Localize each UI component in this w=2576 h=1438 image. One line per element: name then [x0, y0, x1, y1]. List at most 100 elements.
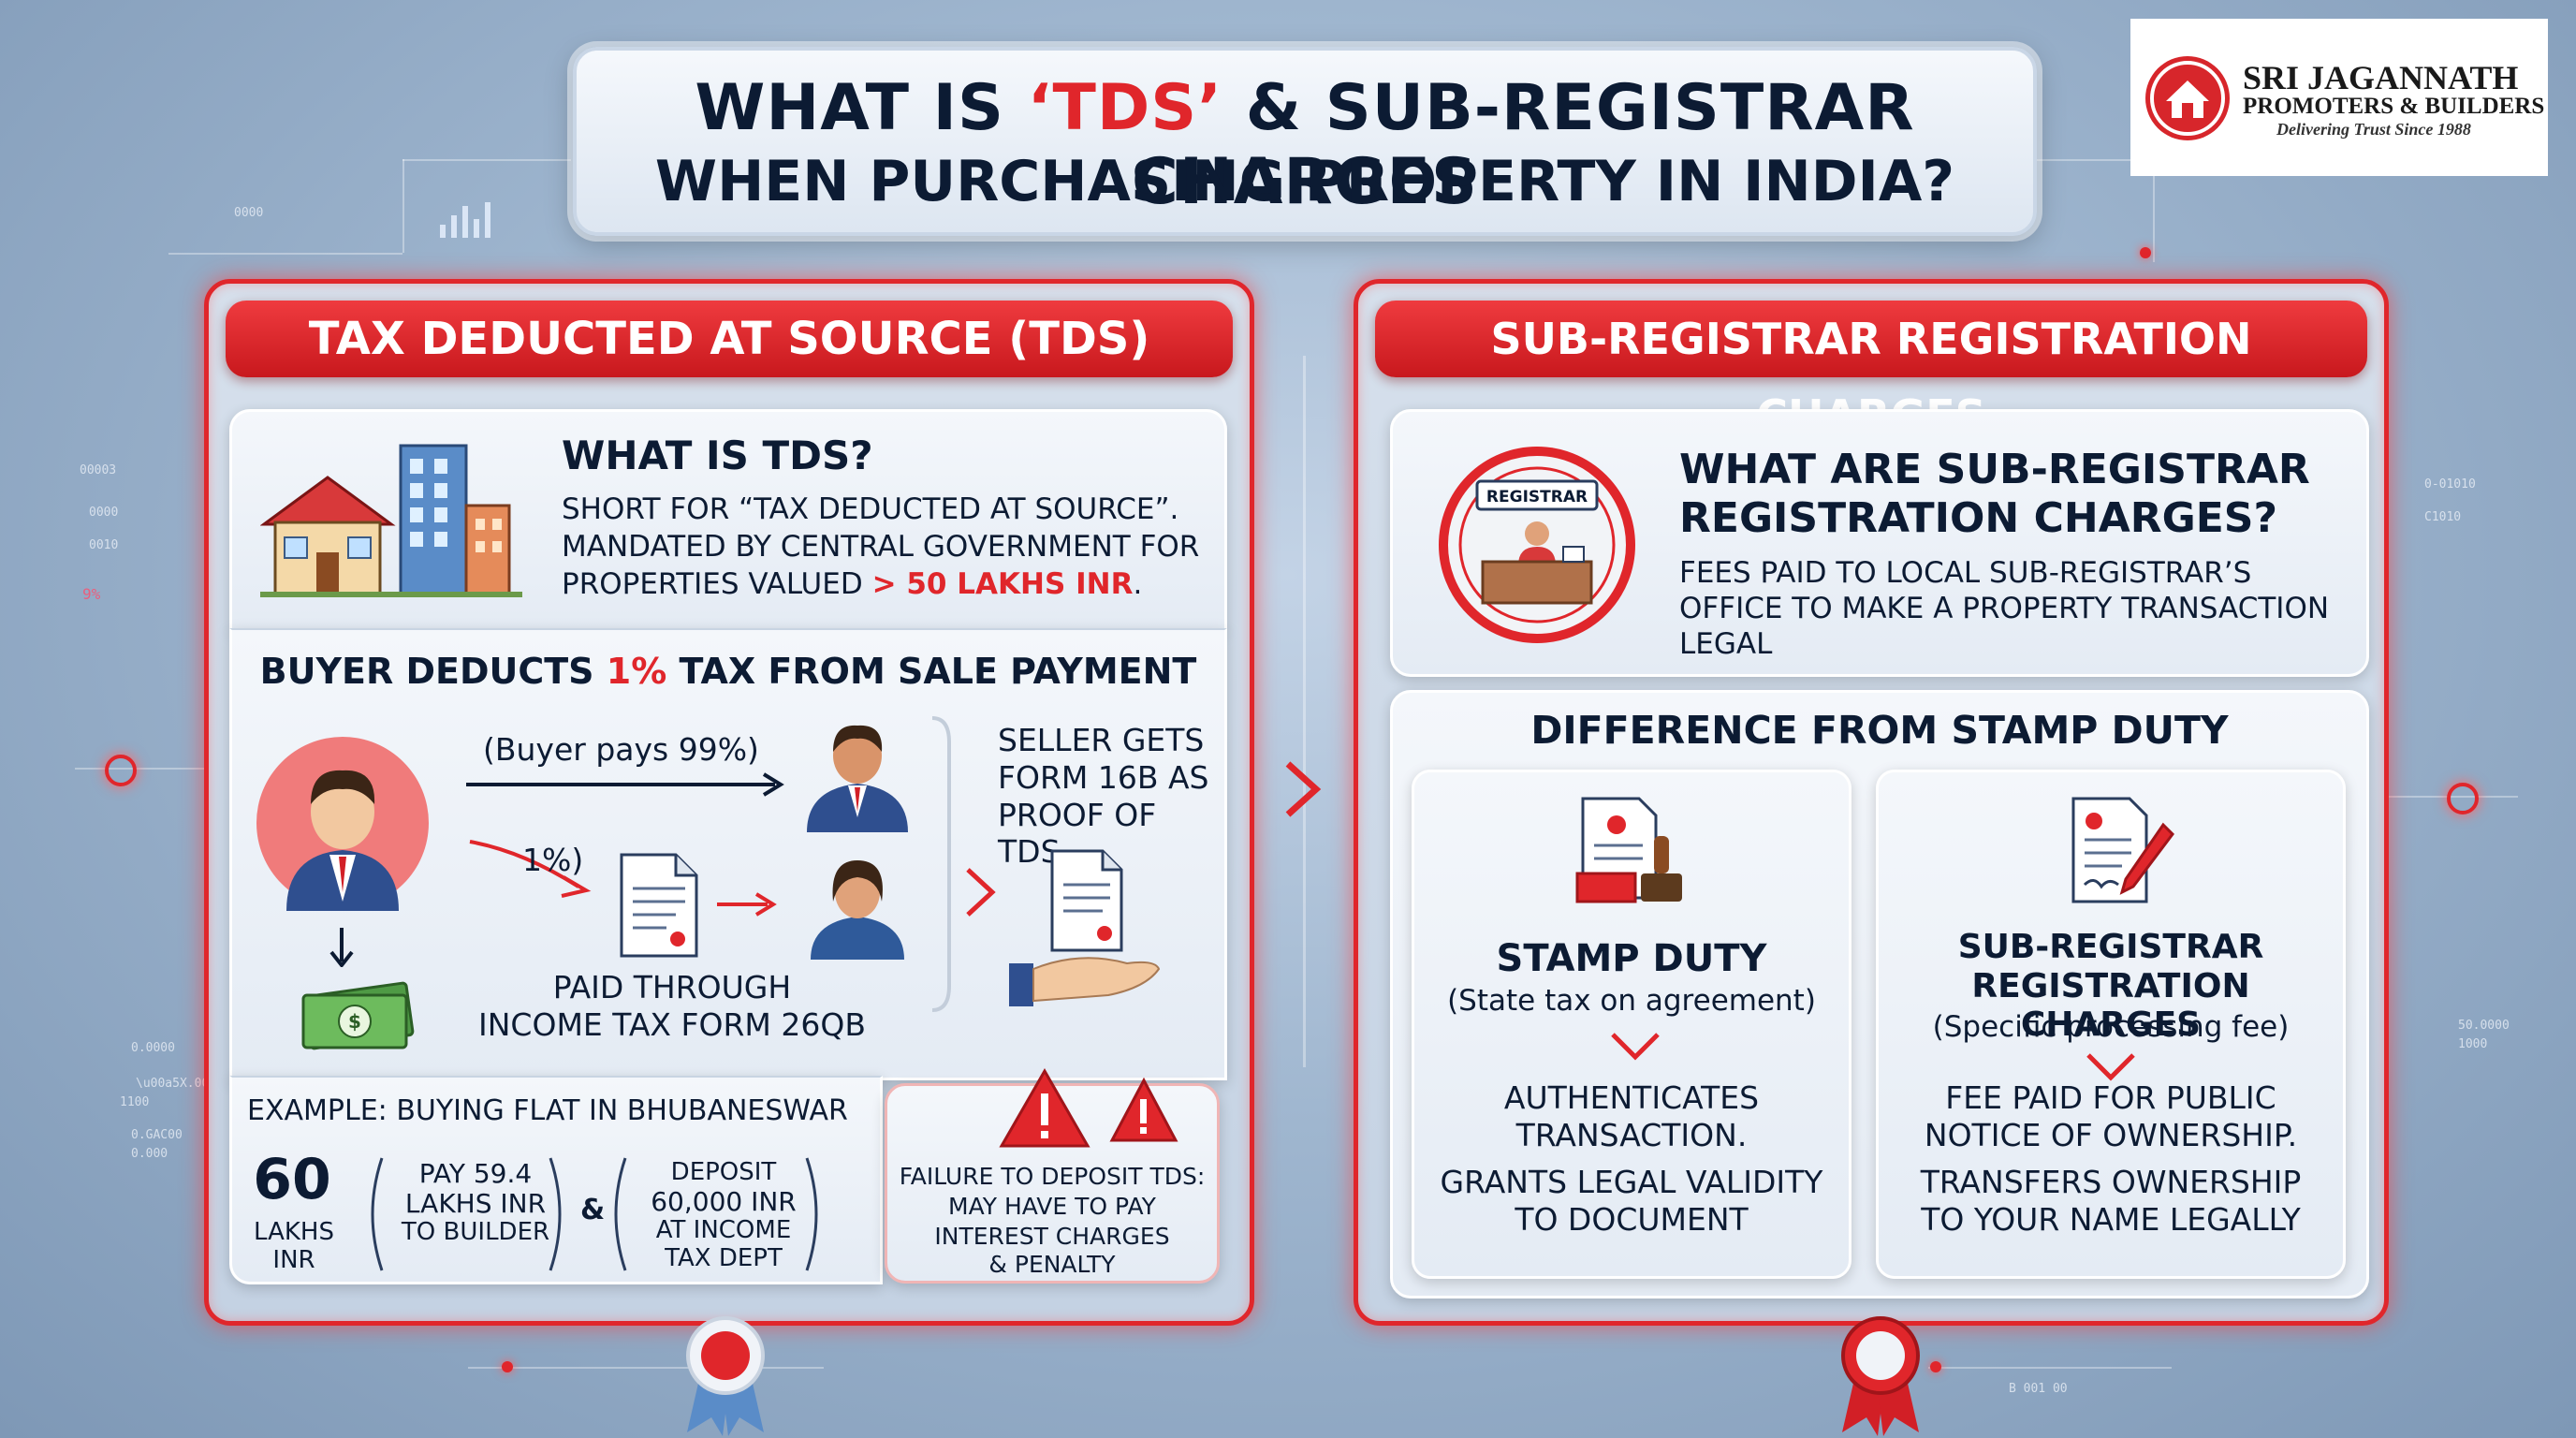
- seller-avatar-icon: [807, 725, 908, 832]
- circuit-line: [402, 159, 404, 253]
- deco-text: 9%: [82, 585, 101, 603]
- award-ribbon-icon: [1841, 1316, 1920, 1436]
- title-banner: WHAT IS ‘TDS’ & SUB-REGISTRAR CHARGES WH…: [573, 47, 2037, 236]
- deco-text: 50.0000: [2458, 1019, 2510, 1033]
- seller-gets-line-1: SELLER GETS: [998, 722, 1205, 758]
- warning-icon: [999, 1067, 1178, 1148]
- deco-text: B 001 00: [2009, 1382, 2068, 1396]
- center-divider: [1303, 356, 1306, 1067]
- buyer-pays-label: (Buyer pays 99%): [483, 731, 759, 768]
- paid-through-line-1: PAID THROUGH: [552, 969, 792, 1005]
- circuit-line: [75, 768, 206, 770]
- signed-document-icon: [2071, 797, 2174, 903]
- tax-form-icon: [620, 853, 698, 958]
- arrow-to-seller-icon: [466, 772, 784, 797]
- registration-charges-card: SUB-REGISTRAR REGISTRATION CHARGES (Spec…: [1876, 770, 2346, 1279]
- award-ribbon-icon: [686, 1316, 765, 1436]
- registration-point-2-line-1: TRANSFERS OWNERSHIP: [1920, 1164, 2302, 1200]
- registrar-sign-text: REGISTRAR: [1486, 488, 1588, 506]
- deposit-line-4: TAX DEPT: [665, 1244, 783, 1272]
- what-are-charges-line-2: OFFICE TO MAKE A PROPERTY TRANSACTION: [1679, 592, 2330, 625]
- example-amount-unit: LAKHS INR: [254, 1218, 334, 1274]
- stamp-point-1-line-1: AUTHENTICATES: [1503, 1079, 1760, 1116]
- logo-company-subtitle: PROMOTERS & BUILDERS: [2243, 94, 2545, 119]
- what-are-charges-title-2: REGISTRATION CHARGES?: [1679, 494, 2278, 542]
- deposit-line-1: DEPOSIT: [670, 1158, 777, 1186]
- deposit-line-2: 60,000 INR: [651, 1186, 797, 1217]
- deco-text: 0000: [234, 206, 264, 220]
- one-percent-label: 1%): [522, 842, 584, 878]
- failure-line-1: FAILURE TO DEPOSIT TDS:: [899, 1163, 1206, 1190]
- difference-title: DIFFERENCE FROM STAMP DUTY: [1530, 708, 2229, 753]
- circuit-node: [2447, 783, 2479, 814]
- logo-company-name: SRI JAGANNATH: [2243, 59, 2519, 96]
- stamp-point-2-line-2: TO DOCUMENT: [1515, 1201, 1749, 1238]
- circuit-dot: [502, 1361, 513, 1372]
- cash-icon: $: [301, 981, 415, 1050]
- stamp-point-2-line-1: GRANTS LEGAL VALIDITY: [1440, 1164, 1823, 1200]
- seller-gets-line-3: PROOF OF TDS: [998, 797, 1157, 870]
- stamp-duty-subtitle: (State tax on agreement): [1447, 984, 1816, 1018]
- registration-point-2-line-2: TO YOUR NAME LEGALLY: [1921, 1201, 2301, 1238]
- company-logo: SRI JAGANNATH PROMOTERS & BUILDERS Deliv…: [2130, 19, 2548, 176]
- parentheses-icon: [614, 1157, 818, 1271]
- pay-line-3: TO BUILDER: [401, 1218, 550, 1246]
- buyer-avatar-icon: [256, 737, 429, 911]
- seller-gets-line-2: FORM 16B AS: [998, 759, 1209, 796]
- deco-text: 0.000: [131, 1147, 168, 1161]
- ampersand: &: [580, 1194, 606, 1226]
- deco-text: 0010: [89, 538, 119, 552]
- circuit-dot: [1930, 1361, 1941, 1372]
- chevron-right-icon: [966, 868, 996, 917]
- what-is-tds-line-1: SHORT FOR “TAX DEDUCTED AT SOURCE”.: [562, 492, 1179, 526]
- pay-line-1: PAY 59.4: [418, 1158, 533, 1189]
- deposit-line-3: AT INCOME: [655, 1216, 792, 1244]
- circuit-line: [168, 253, 402, 255]
- bracket-icon: [931, 716, 951, 1012]
- circuit-node: [105, 755, 137, 786]
- red-arrow-icon: [717, 892, 777, 917]
- example-amount: 60: [253, 1147, 331, 1212]
- stamp-duty-title: STAMP DUTY: [1496, 937, 1767, 980]
- registration-subtitle: (Specific processing fee): [1932, 1010, 2290, 1044]
- sub-registrar-panel-heading: SUB-REGISTRAR REGISTRATION CHARGES: [1375, 301, 2367, 441]
- deco-text: 0.0000: [131, 1041, 175, 1055]
- tds-panel-heading: TAX DEDUCTED AT SOURCE (TDS): [226, 301, 1233, 377]
- what-are-charges-title-1: WHAT ARE SUB-REGISTRAR: [1679, 446, 2310, 493]
- deco-text: 1100: [120, 1095, 150, 1109]
- deco-text: 1000: [2458, 1037, 2488, 1051]
- what-are-charges-line-3: LEGAL: [1679, 627, 1773, 661]
- stamp-point-1-line-2: TRANSACTION.: [1515, 1117, 1748, 1153]
- house-buildings-icon: [260, 444, 522, 597]
- house-logo-icon: [2145, 56, 2230, 140]
- failure-line-3: INTEREST CHARGES: [934, 1223, 1170, 1250]
- tds-flow-card: BUYER DEDUCTS 1% TAX FROM SALE PAYMENT $…: [229, 628, 1227, 1080]
- circuit-dot: [2140, 247, 2151, 258]
- what-are-charges-card: REGISTRAR WHAT ARE SUB-REGISTRAR REGISTR…: [1390, 409, 2369, 677]
- tax-officer-avatar-icon: [811, 860, 904, 960]
- title-line-2: WHEN PURCHASING PROPERTY IN INDIA?: [654, 149, 1955, 214]
- registration-title-line-2: REGISTRATION CHARGES: [1971, 967, 2250, 1044]
- difference-card: DIFFERENCE FROM STAMP DUTY STAMP DUTY (S…: [1390, 690, 2369, 1299]
- circuit-line: [2153, 159, 2155, 262]
- circuit-line: [2031, 159, 2153, 161]
- registration-point-1-line-2: NOTICE OF OWNERSHIP.: [1924, 1117, 2298, 1153]
- deco-text: 0.GAC00: [131, 1128, 183, 1142]
- red-curved-arrow-icon: [469, 840, 592, 898]
- chevron-down-icon: [1611, 1033, 1660, 1061]
- what-is-tds-title: WHAT IS TDS?: [562, 433, 873, 478]
- parentheses-icon: [371, 1157, 562, 1271]
- failure-line-4: & PENALTY: [988, 1251, 1116, 1278]
- stamp-document-icon: [1575, 797, 1682, 903]
- form-16b-hand-icon: [1009, 849, 1161, 1006]
- what-are-charges-line-1: FEES PAID TO LOCAL SUB-REGISTRAR’S: [1679, 556, 2252, 590]
- registration-point-1-line-1: FEE PAID FOR PUBLIC: [1945, 1079, 2276, 1116]
- circuit-line: [1928, 1367, 2172, 1369]
- deco-text: 0000: [89, 506, 119, 520]
- what-is-tds-line-3: PROPERTIES VALUED > 50 LAKHS INR.: [562, 567, 1143, 601]
- tds-flow-title: BUYER DEDUCTS 1% TAX FROM SALE PAYMENT: [259, 651, 1197, 692]
- paid-through-line-2: INCOME TAX FORM 26QB: [478, 1006, 866, 1043]
- example-card: EXAMPLE: BUYING FLAT IN BHUBANESWAR 60 L…: [229, 1076, 883, 1284]
- svg-text:$: $: [348, 1010, 361, 1033]
- pay-line-2: LAKHS INR: [404, 1188, 547, 1219]
